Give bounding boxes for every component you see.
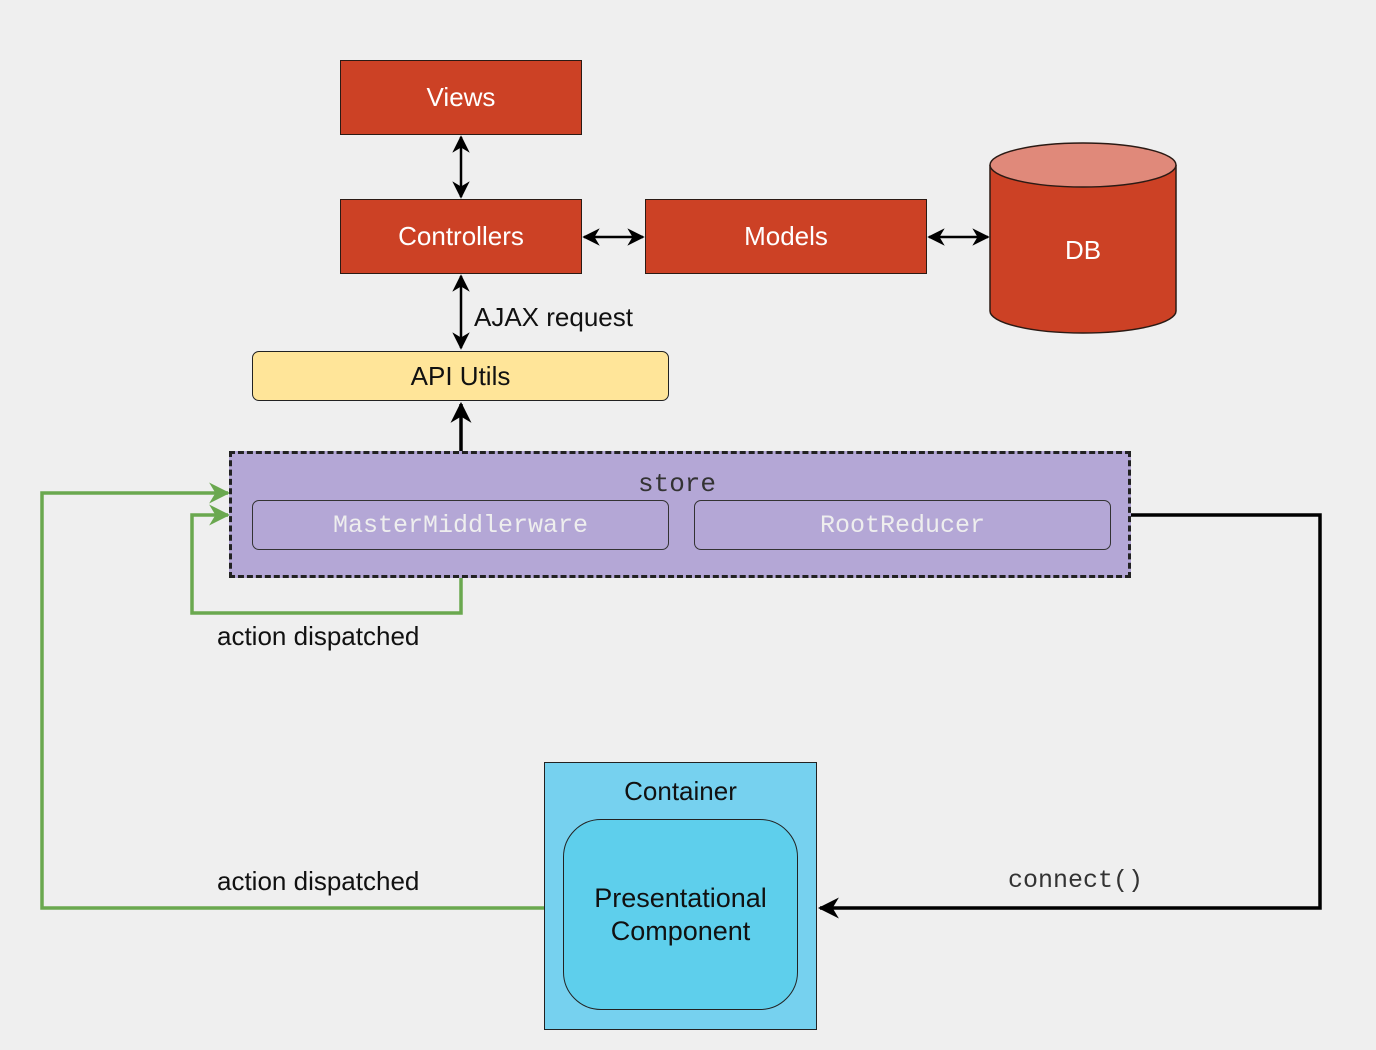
container-label: Container	[624, 776, 737, 806]
api-utils-node: API Utils	[252, 351, 669, 401]
presentational-component-node: Presentational Component	[563, 819, 798, 1010]
connect-label: connect()	[1008, 866, 1144, 895]
api-utils-label: API Utils	[410, 360, 511, 391]
root-reducer-node: RootReducer	[694, 500, 1111, 550]
action-dispatched-outer-label: action dispatched	[217, 866, 420, 896]
connect-arrow	[817, 513, 1322, 919]
db-cylinder	[989, 142, 1177, 334]
master-middleware-label: MasterMiddlerware	[332, 510, 589, 540]
outer-action-dispatched-arrow	[40, 482, 544, 910]
views-node: Views	[340, 60, 582, 135]
presentational-label-line1: Presentational	[594, 882, 767, 913]
store-label: store	[638, 469, 717, 499]
controllers-node: Controllers	[340, 199, 582, 274]
db-label-box: DB	[990, 225, 1176, 275]
root-reducer-label: RootReducer	[819, 510, 986, 540]
action-dispatched-inner-label: action dispatched	[217, 621, 420, 651]
models-label: Models	[744, 221, 828, 251]
inner-action-dispatched-arrow	[190, 504, 463, 615]
presentational-label-line2: Component	[610, 915, 751, 946]
controllers-label: Controllers	[398, 221, 524, 251]
models-node: Models	[645, 199, 927, 274]
master-middleware-node: MasterMiddlerware	[252, 500, 669, 550]
views-label: Views	[426, 82, 496, 112]
ajax-request-label: AJAX request	[474, 302, 633, 332]
db-label: DB	[1064, 234, 1102, 265]
